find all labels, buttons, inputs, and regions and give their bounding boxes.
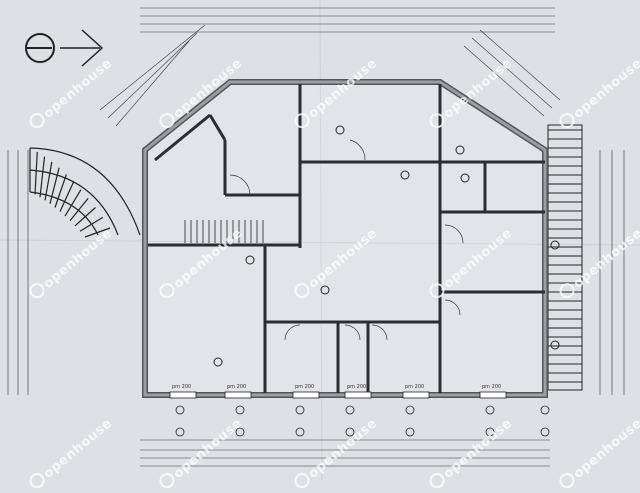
grid-marker [175,405,185,415]
grid-marker [485,405,495,415]
stair-tread [79,216,104,232]
stair-tread [69,197,89,222]
dimension-lines [7,7,625,467]
window-label: pm 200 [405,384,425,390]
grid-marker [485,427,495,437]
grid-marker [405,405,415,415]
grid-marker [345,427,355,437]
grid-marker [540,427,550,437]
level-marker [400,170,410,180]
grid-marker [540,405,550,415]
window-label: pm 200 [347,384,367,390]
level-marker [460,173,470,183]
window [169,391,197,399]
window [479,391,507,399]
dimension-line [115,40,190,127]
grid-marker [175,427,185,437]
level-marker [550,240,560,250]
grid-marker [235,427,245,437]
level-marker [455,145,465,155]
stair-tread [54,174,67,208]
level-markers [213,125,560,367]
dimension-line [107,32,198,119]
column-grid-markers [175,405,550,437]
window [344,391,372,399]
walls [142,79,548,398]
compass-symbol [25,29,104,67]
window-label: pm 200 [227,384,247,390]
floor-plan-drawing [0,0,640,480]
level-marker [245,255,255,265]
stair-tread [64,189,82,217]
grid-marker [405,427,415,437]
dimension-line [99,24,206,111]
stair-tread [59,181,75,212]
interior-walls [148,84,545,393]
window [292,391,320,399]
level-marker [335,125,345,135]
stair-tread [39,156,46,198]
window [224,391,252,399]
spiral-staircase [29,147,141,238]
level-marker [213,357,223,367]
grid-marker [295,427,305,437]
level-marker [320,285,330,295]
dimension-line [471,37,553,109]
grid-marker [295,405,305,415]
stair-tread [49,167,60,204]
dimension-line [463,45,545,117]
grid-marker [345,405,355,415]
interior-stair [184,220,264,243]
grid-marker [235,405,245,415]
stair-tread [44,161,53,201]
window-label: pm 200 [172,384,192,390]
level-marker [550,340,560,350]
window-label: pm 200 [295,384,315,390]
stair-tread [74,207,96,227]
stair-tread [34,151,38,195]
window [402,391,430,399]
right-staircase [547,124,583,391]
dimension-line [479,29,561,101]
window-openings [169,391,507,399]
door-swings [229,139,464,341]
stair-tread [84,227,111,238]
window-label: pm 200 [482,384,502,390]
